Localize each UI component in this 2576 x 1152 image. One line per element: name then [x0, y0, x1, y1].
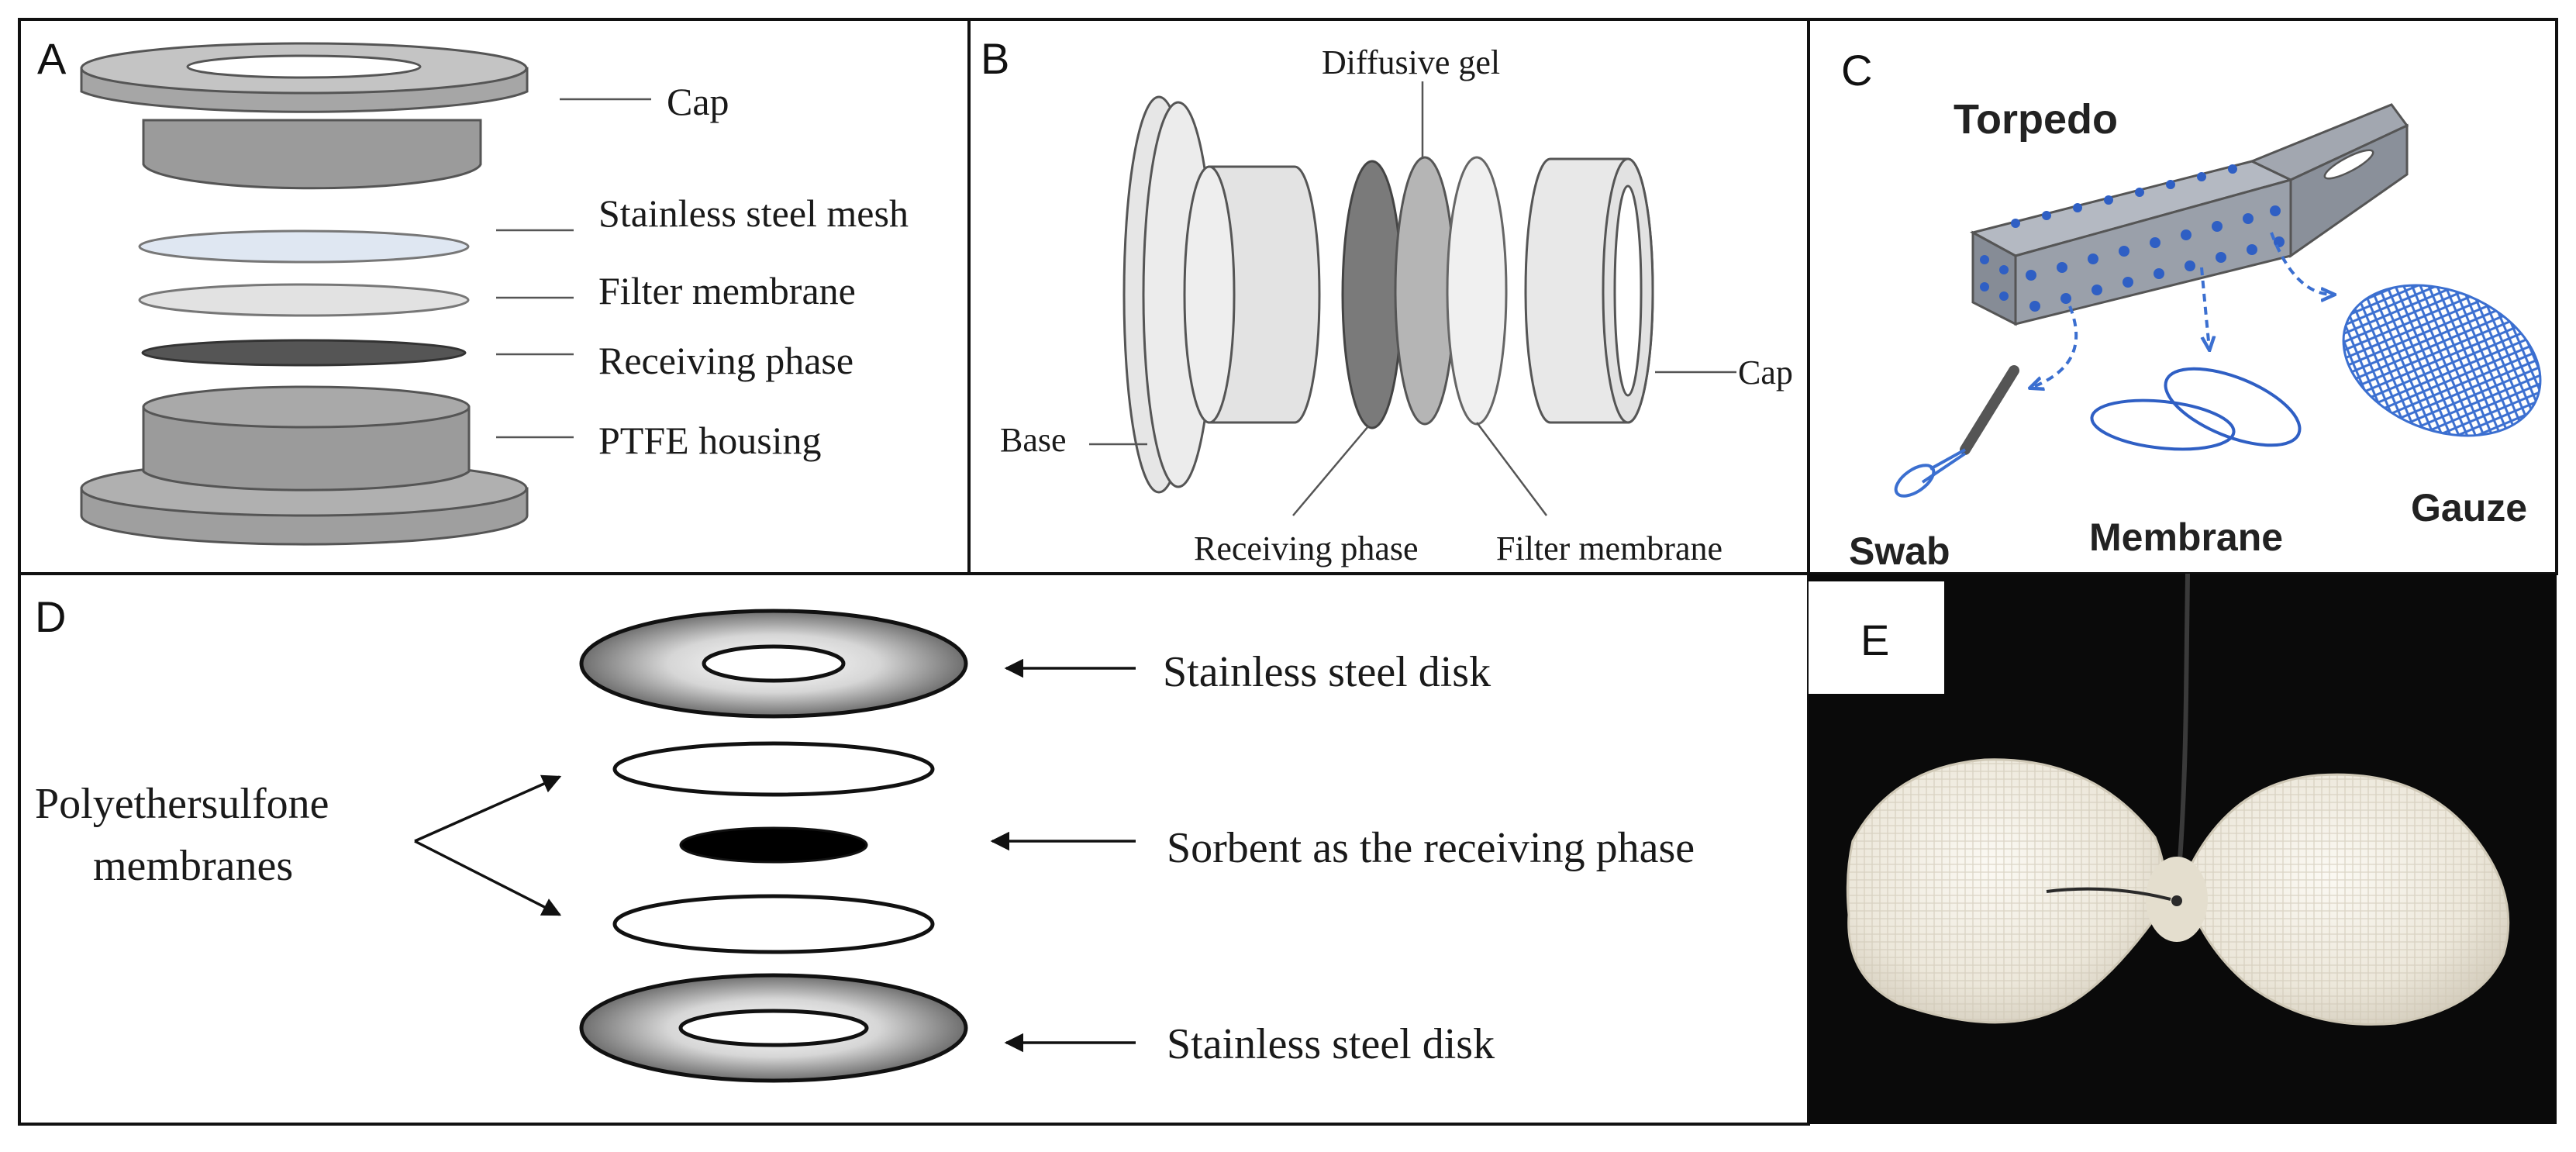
panel-e: E [1809, 573, 2557, 1124]
pes-membrane-top [612, 741, 935, 797]
stainless-steel-mesh-disc [138, 229, 470, 264]
gauze-patch [2342, 284, 2542, 437]
b-cap-part [1524, 157, 1654, 424]
base-label: Base [1000, 421, 1067, 459]
ptfe-housing-label: PTFE housing [598, 419, 822, 462]
panel-e-letter-box [1809, 581, 1944, 694]
filter-membrane-disc [138, 283, 470, 317]
cap-part [80, 42, 529, 190]
bottom-stainless-disk [579, 973, 968, 1083]
swab-device [1894, 365, 2019, 498]
pes-membrane-bottom [612, 894, 935, 954]
panel-a: A Cap Stainless steel mesh Filter membr [18, 18, 971, 575]
diffusive-gel-label: Diffusive gel [1322, 43, 1500, 81]
pes-label-line1: Polyethersulfone [35, 780, 329, 828]
receiving-phase-disc [141, 339, 467, 367]
gauze-label: Gauze [2411, 486, 2527, 529]
membrane-label: Membrane [2089, 516, 2283, 559]
ptfe-housing-part [80, 385, 529, 546]
membrane-sheets [2090, 367, 2302, 451]
swab-label: Swab [1849, 529, 1950, 573]
panel-e-letter: E [1860, 616, 1889, 664]
disk-top-label: Stainless steel disk [1163, 648, 1491, 696]
b-filter-membrane-disc [1446, 156, 1508, 426]
arrow-pes-top [414, 774, 562, 843]
sorbent-disc [679, 826, 868, 864]
torpedo-device [1969, 103, 2409, 326]
torpedo-label: Torpedo [1954, 96, 2118, 143]
disk-bottom-label: Stainless steel disk [1167, 1020, 1495, 1068]
top-stainless-disk [579, 609, 968, 719]
receiving-phase-label: Receiving phase [598, 339, 853, 382]
cap-label: Cap [667, 80, 729, 123]
arrow-to-gauze [2270, 232, 2333, 295]
b-filter-leader [1476, 422, 1547, 516]
b-diffusive-gel-disc [1394, 156, 1456, 426]
b-receiving-phase-label: Receiving phase [1194, 529, 1419, 567]
b-receiving-phase-disc [1341, 160, 1403, 429]
arrow-to-membrane [2200, 267, 2209, 349]
panel-b-letter: B [981, 34, 1009, 83]
arrow-to-swab [2031, 305, 2078, 388]
panel-c-letter: C [1841, 46, 1872, 95]
b-receiving-leader [1292, 426, 1369, 516]
panel-d-letter: D [35, 592, 66, 641]
b-filter-membrane-label: Filter membrane [1496, 529, 1723, 567]
panel-a-letter: A [37, 34, 67, 83]
panel-d: D Stainless steel disk Sorbent as the re… [18, 572, 1810, 1126]
panel-c: C Torpedo [1807, 18, 2558, 575]
sorbent-label: Sorbent as the receiving phase [1167, 824, 1695, 872]
arrow-pes-bottom [414, 840, 562, 916]
pes-label-line2: membranes [93, 842, 293, 890]
base-part [1122, 95, 1321, 494]
panel-b: B Diffusive gel Base Cap Receiving phase [967, 18, 1810, 575]
b-cap-label: Cap [1738, 354, 1793, 391]
filter-membrane-label: Filter membrane [598, 269, 856, 312]
mesh-label: Stainless steel mesh [598, 191, 909, 235]
gauze-bundle-photo [1846, 758, 2510, 1026]
